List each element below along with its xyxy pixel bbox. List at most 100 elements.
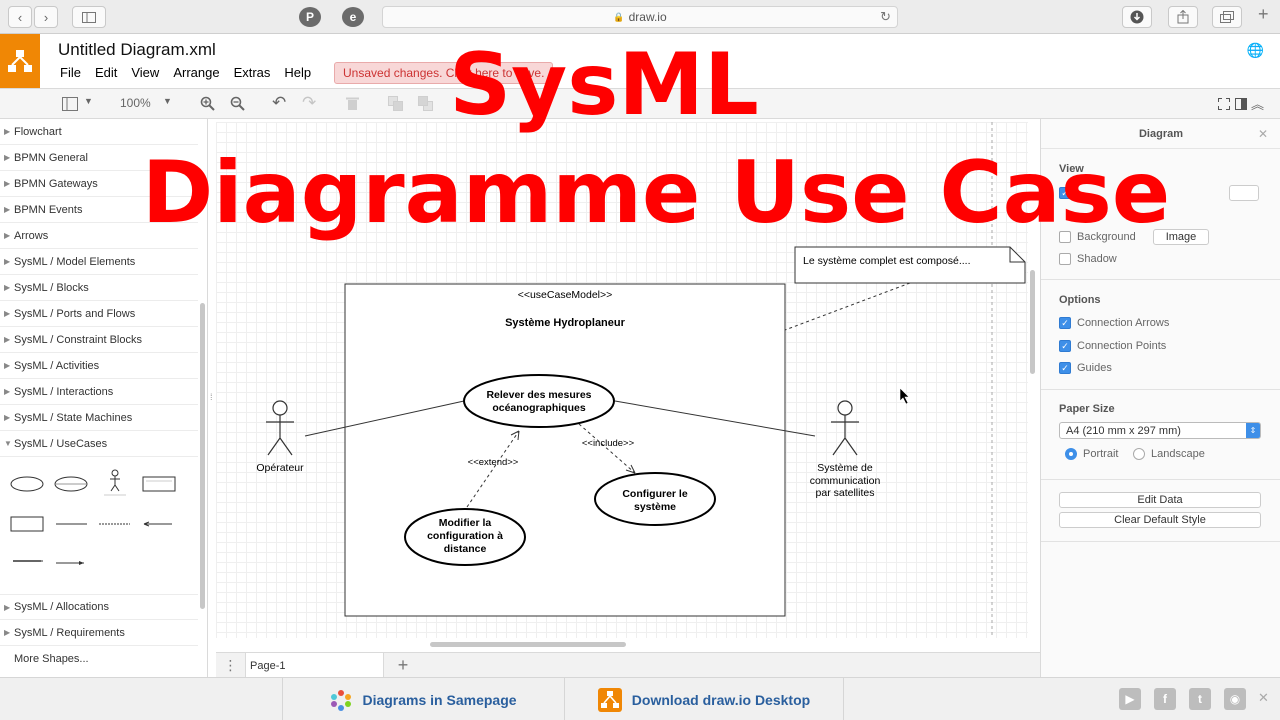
palette-arrow-left-shape[interactable]: [143, 521, 172, 527]
sidebar-item-sysml-usecases[interactable]: ▼SysML / UseCases: [0, 431, 198, 457]
sidebar-item-sysml-activities[interactable]: ▶SysML / Activities: [0, 353, 198, 379]
sidebar-item-sysml-requirements[interactable]: ▶SysML / Requirements: [0, 620, 198, 646]
sidebar-item-sysml-constraint-blocks[interactable]: ▶SysML / Constraint Blocks: [0, 327, 198, 353]
delete-icon[interactable]: [346, 96, 359, 111]
fullscreen-icon[interactable]: [1218, 98, 1230, 110]
address-bar[interactable]: 🔒 draw.io ↻: [382, 6, 898, 28]
more-shapes-link[interactable]: More Shapes...: [14, 653, 89, 665]
palette-link-shape[interactable]: [13, 560, 43, 562]
association-satellite[interactable]: [614, 400, 816, 437]
image-button[interactable]: Image: [1153, 229, 1209, 245]
samepage-link[interactable]: Diagrams in Samepage: [282, 678, 564, 720]
sidebar-item-bpmn-gateways[interactable]: ▶BPMN Gateways: [0, 171, 198, 197]
chevron-down-icon[interactable]: ▼: [84, 96, 93, 106]
sidebar-item-arrows[interactable]: ▶Arrows: [0, 223, 198, 249]
menu-view[interactable]: View: [131, 65, 160, 80]
zoom-out-icon[interactable]: [230, 96, 245, 111]
note-anchor-line[interactable]: [784, 282, 911, 331]
usecase-relever-mesures[interactable]: [463, 374, 615, 428]
actor-operateur[interactable]: [266, 400, 294, 456]
sidebar-item-bpmn-general[interactable]: ▶BPMN General: [0, 145, 198, 171]
facebook-icon[interactable]: f: [1154, 688, 1176, 710]
twitter-icon[interactable]: t: [1189, 688, 1211, 710]
tabs-button[interactable]: [1212, 6, 1242, 28]
actor-satellite-communication[interactable]: [831, 400, 859, 456]
palette-boundary-shape[interactable]: [142, 476, 176, 492]
system-boundary[interactable]: [344, 283, 786, 617]
background-checkbox[interactable]: [1059, 231, 1071, 243]
download-desktop-link[interactable]: Download draw.io Desktop: [564, 678, 844, 720]
association-operateur[interactable]: [304, 400, 465, 437]
reload-icon[interactable]: ↻: [880, 9, 891, 24]
connection-points-checkbox[interactable]: ✓: [1059, 340, 1071, 352]
pinterest-extension-button[interactable]: P: [299, 7, 321, 27]
canvas-horizontal-scrollbar[interactable]: [430, 642, 626, 647]
sidebar-scrollbar[interactable]: [200, 303, 205, 609]
sidebar-item-sysml-ports-flows[interactable]: ▶SysML / Ports and Flows: [0, 301, 198, 327]
sidebar-resize-handle[interactable]: ⁞: [210, 392, 213, 402]
shadow-checkbox[interactable]: [1059, 253, 1071, 265]
menu-edit[interactable]: Edit: [94, 65, 118, 80]
connection-arrows-option[interactable]: ✓Connection Arrows: [1059, 317, 1169, 329]
sidebar-item-sysml-model-elements[interactable]: ▶SysML / Model Elements: [0, 249, 198, 275]
diagram-canvas[interactable]: <<useCaseModel>> Système Hydroplaneur Le…: [216, 122, 1028, 638]
close-icon[interactable]: ✕: [1257, 127, 1268, 141]
menu-extras[interactable]: Extras: [233, 65, 271, 80]
redo-icon[interactable]: ↷: [302, 93, 317, 112]
usecase-modifier-configuration[interactable]: [404, 508, 526, 566]
sidebar-item-sysml-state-machines[interactable]: ▶SysML / State Machines: [0, 405, 198, 431]
landscape-option[interactable]: Landscape: [1133, 448, 1205, 460]
sidebar-item-sysml-allocations[interactable]: ▶SysML / Allocations: [0, 594, 198, 620]
share-button[interactable]: [1168, 6, 1198, 28]
grid-color-button[interactable]: [1229, 185, 1259, 201]
include-relationship[interactable]: [578, 423, 636, 474]
connection-points-option[interactable]: ✓Connection Points: [1059, 340, 1166, 352]
sidebar-item-bpmn-events[interactable]: ▶BPMN Events: [0, 197, 198, 223]
close-footer-icon[interactable]: ✕: [1258, 690, 1269, 705]
palette-arrow-shape[interactable]: [56, 561, 84, 565]
downloads-button[interactable]: [1122, 6, 1152, 28]
zoom-dropdown-icon[interactable]: ▼: [163, 96, 172, 106]
usecase-configurer-systeme[interactable]: [594, 472, 716, 526]
shadow-option[interactable]: Shadow: [1059, 253, 1117, 265]
document-title[interactable]: Untitled Diagram.xml: [58, 40, 216, 59]
to-front-icon[interactable]: [388, 96, 404, 111]
unsaved-changes-banner[interactable]: Unsaved changes. Click here to save.: [334, 62, 554, 84]
grid-checkbox[interactable]: ✓: [1059, 187, 1071, 199]
edit-data-button[interactable]: Edit Data: [1059, 492, 1261, 508]
language-globe-icon[interactable]: 🌐: [1246, 42, 1264, 58]
menu-arrange[interactable]: Arrange: [173, 65, 220, 80]
grid-option[interactable]: ✓: [1059, 187, 1071, 199]
sidebar-toggle-button[interactable]: [72, 6, 106, 28]
zoom-in-icon[interactable]: [200, 96, 215, 111]
guides-checkbox[interactable]: ✓: [1059, 362, 1071, 374]
portrait-option[interactable]: Portrait: [1065, 448, 1118, 460]
clear-default-style-button[interactable]: Clear Default Style: [1059, 512, 1261, 528]
back-button[interactable]: ‹: [8, 6, 32, 28]
undo-icon[interactable]: ↶: [272, 93, 287, 112]
add-page-icon[interactable]: +: [397, 655, 409, 675]
palette-actor-shape[interactable]: [104, 469, 126, 496]
forward-button[interactable]: ›: [34, 6, 58, 28]
portrait-radio[interactable]: [1065, 448, 1077, 460]
extension-button[interactable]: e: [342, 7, 364, 27]
panel-toggle-icon[interactable]: [1235, 98, 1247, 110]
note-shape[interactable]: [794, 246, 1026, 284]
palette-usecase-shape[interactable]: [10, 476, 44, 492]
palette-usecase-ext-shape[interactable]: [54, 476, 88, 492]
guides-option[interactable]: ✓Guides: [1059, 362, 1112, 374]
menu-help[interactable]: Help: [284, 65, 312, 80]
page-menu-icon[interactable]: ⋮: [216, 653, 246, 678]
youtube-icon[interactable]: ▶: [1119, 688, 1141, 710]
zoom-level[interactable]: 100%: [120, 96, 151, 110]
sidebar-item-flowchart[interactable]: ▶Flowchart: [0, 119, 198, 145]
paper-size-select[interactable]: A4 (210 mm x 297 mm) ⇕: [1059, 422, 1261, 439]
menu-file[interactable]: File: [60, 65, 81, 80]
to-back-icon[interactable]: [418, 96, 434, 111]
collapse-icon[interactable]: ︽: [1251, 97, 1265, 112]
sidebar-item-sysml-blocks[interactable]: ▶SysML / Blocks: [0, 275, 198, 301]
new-tab-icon[interactable]: +: [1258, 4, 1269, 24]
sidebar-item-sysml-interactions[interactable]: ▶SysML / Interactions: [0, 379, 198, 405]
palette-box-shape[interactable]: [10, 516, 44, 532]
canvas-vertical-scrollbar[interactable]: [1030, 270, 1035, 374]
